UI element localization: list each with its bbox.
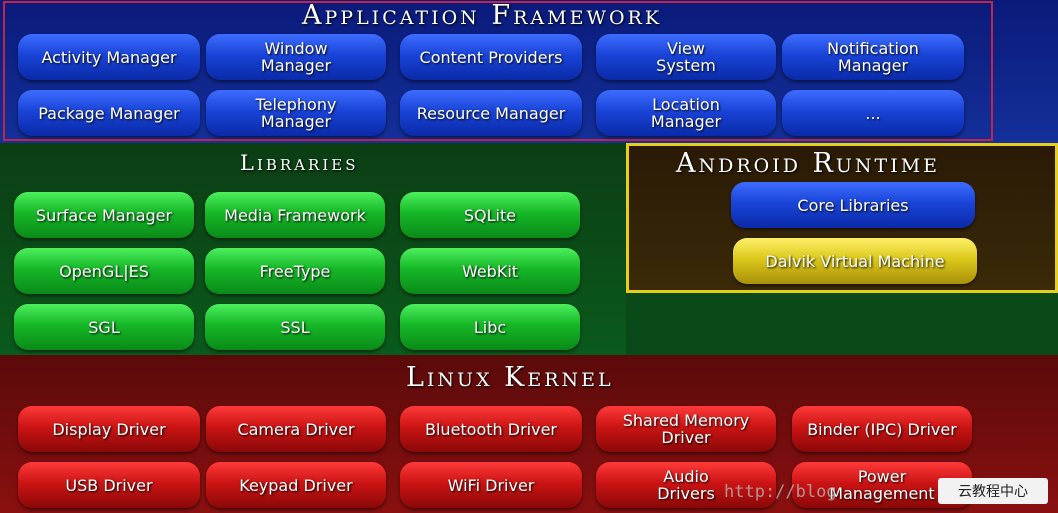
application-framework-title: Application Framework: [302, 0, 663, 31]
watermark-brand: 云教程中心: [938, 478, 1048, 504]
media-framework-box: Media Framework: [205, 192, 385, 238]
resource-manager-box: Resource Manager: [400, 90, 582, 136]
libraries-title: Libraries: [240, 151, 359, 175]
audio-drivers-box: Audio Drivers: [596, 462, 776, 508]
libraries-layer-extension: [626, 293, 1058, 355]
sgl-box: SGL: [14, 304, 194, 350]
shared-memory-driver-box: Shared Memory Driver: [596, 406, 776, 452]
telephony-manager-box: Telephony Manager: [206, 90, 386, 136]
notification-manager-box: Notification Manager: [782, 34, 964, 80]
more-framework-box: ...: [782, 90, 964, 136]
opengl-es-box: OpenGL|ES: [14, 248, 194, 294]
bluetooth-driver-box: Bluetooth Driver: [400, 406, 582, 452]
libc-box: Libc: [400, 304, 580, 350]
wifi-driver-box: WiFi Driver: [400, 462, 582, 508]
content-providers-box: Content Providers: [400, 34, 582, 80]
webkit-box: WebKit: [400, 248, 580, 294]
surface-manager-box: Surface Manager: [14, 192, 194, 238]
activity-manager-box: Activity Manager: [18, 34, 200, 80]
sqlite-box: SQLite: [400, 192, 580, 238]
view-system-box: View System: [596, 34, 776, 80]
core-libraries-box: Core Libraries: [731, 182, 975, 228]
window-manager-box: Window Manager: [206, 34, 386, 80]
freetype-box: FreeType: [205, 248, 385, 294]
package-manager-box: Package Manager: [18, 90, 200, 136]
ssl-box: SSL: [205, 304, 385, 350]
camera-driver-box: Camera Driver: [206, 406, 386, 452]
usb-driver-box: USB Driver: [18, 462, 200, 508]
dalvik-vm-box: Dalvik Virtual Machine: [733, 238, 977, 284]
location-manager-box: Location Manager: [596, 90, 776, 136]
binder-ipc-driver-box: Binder (IPC) Driver: [792, 406, 972, 452]
display-driver-box: Display Driver: [18, 406, 200, 452]
watermark-url: http://blog: [724, 482, 837, 502]
keypad-driver-box: Keypad Driver: [206, 462, 386, 508]
linux-kernel-title: Linux Kernel: [406, 362, 614, 393]
android-runtime-title: Android Runtime: [676, 148, 941, 179]
application-framework-border: [3, 1, 993, 141]
